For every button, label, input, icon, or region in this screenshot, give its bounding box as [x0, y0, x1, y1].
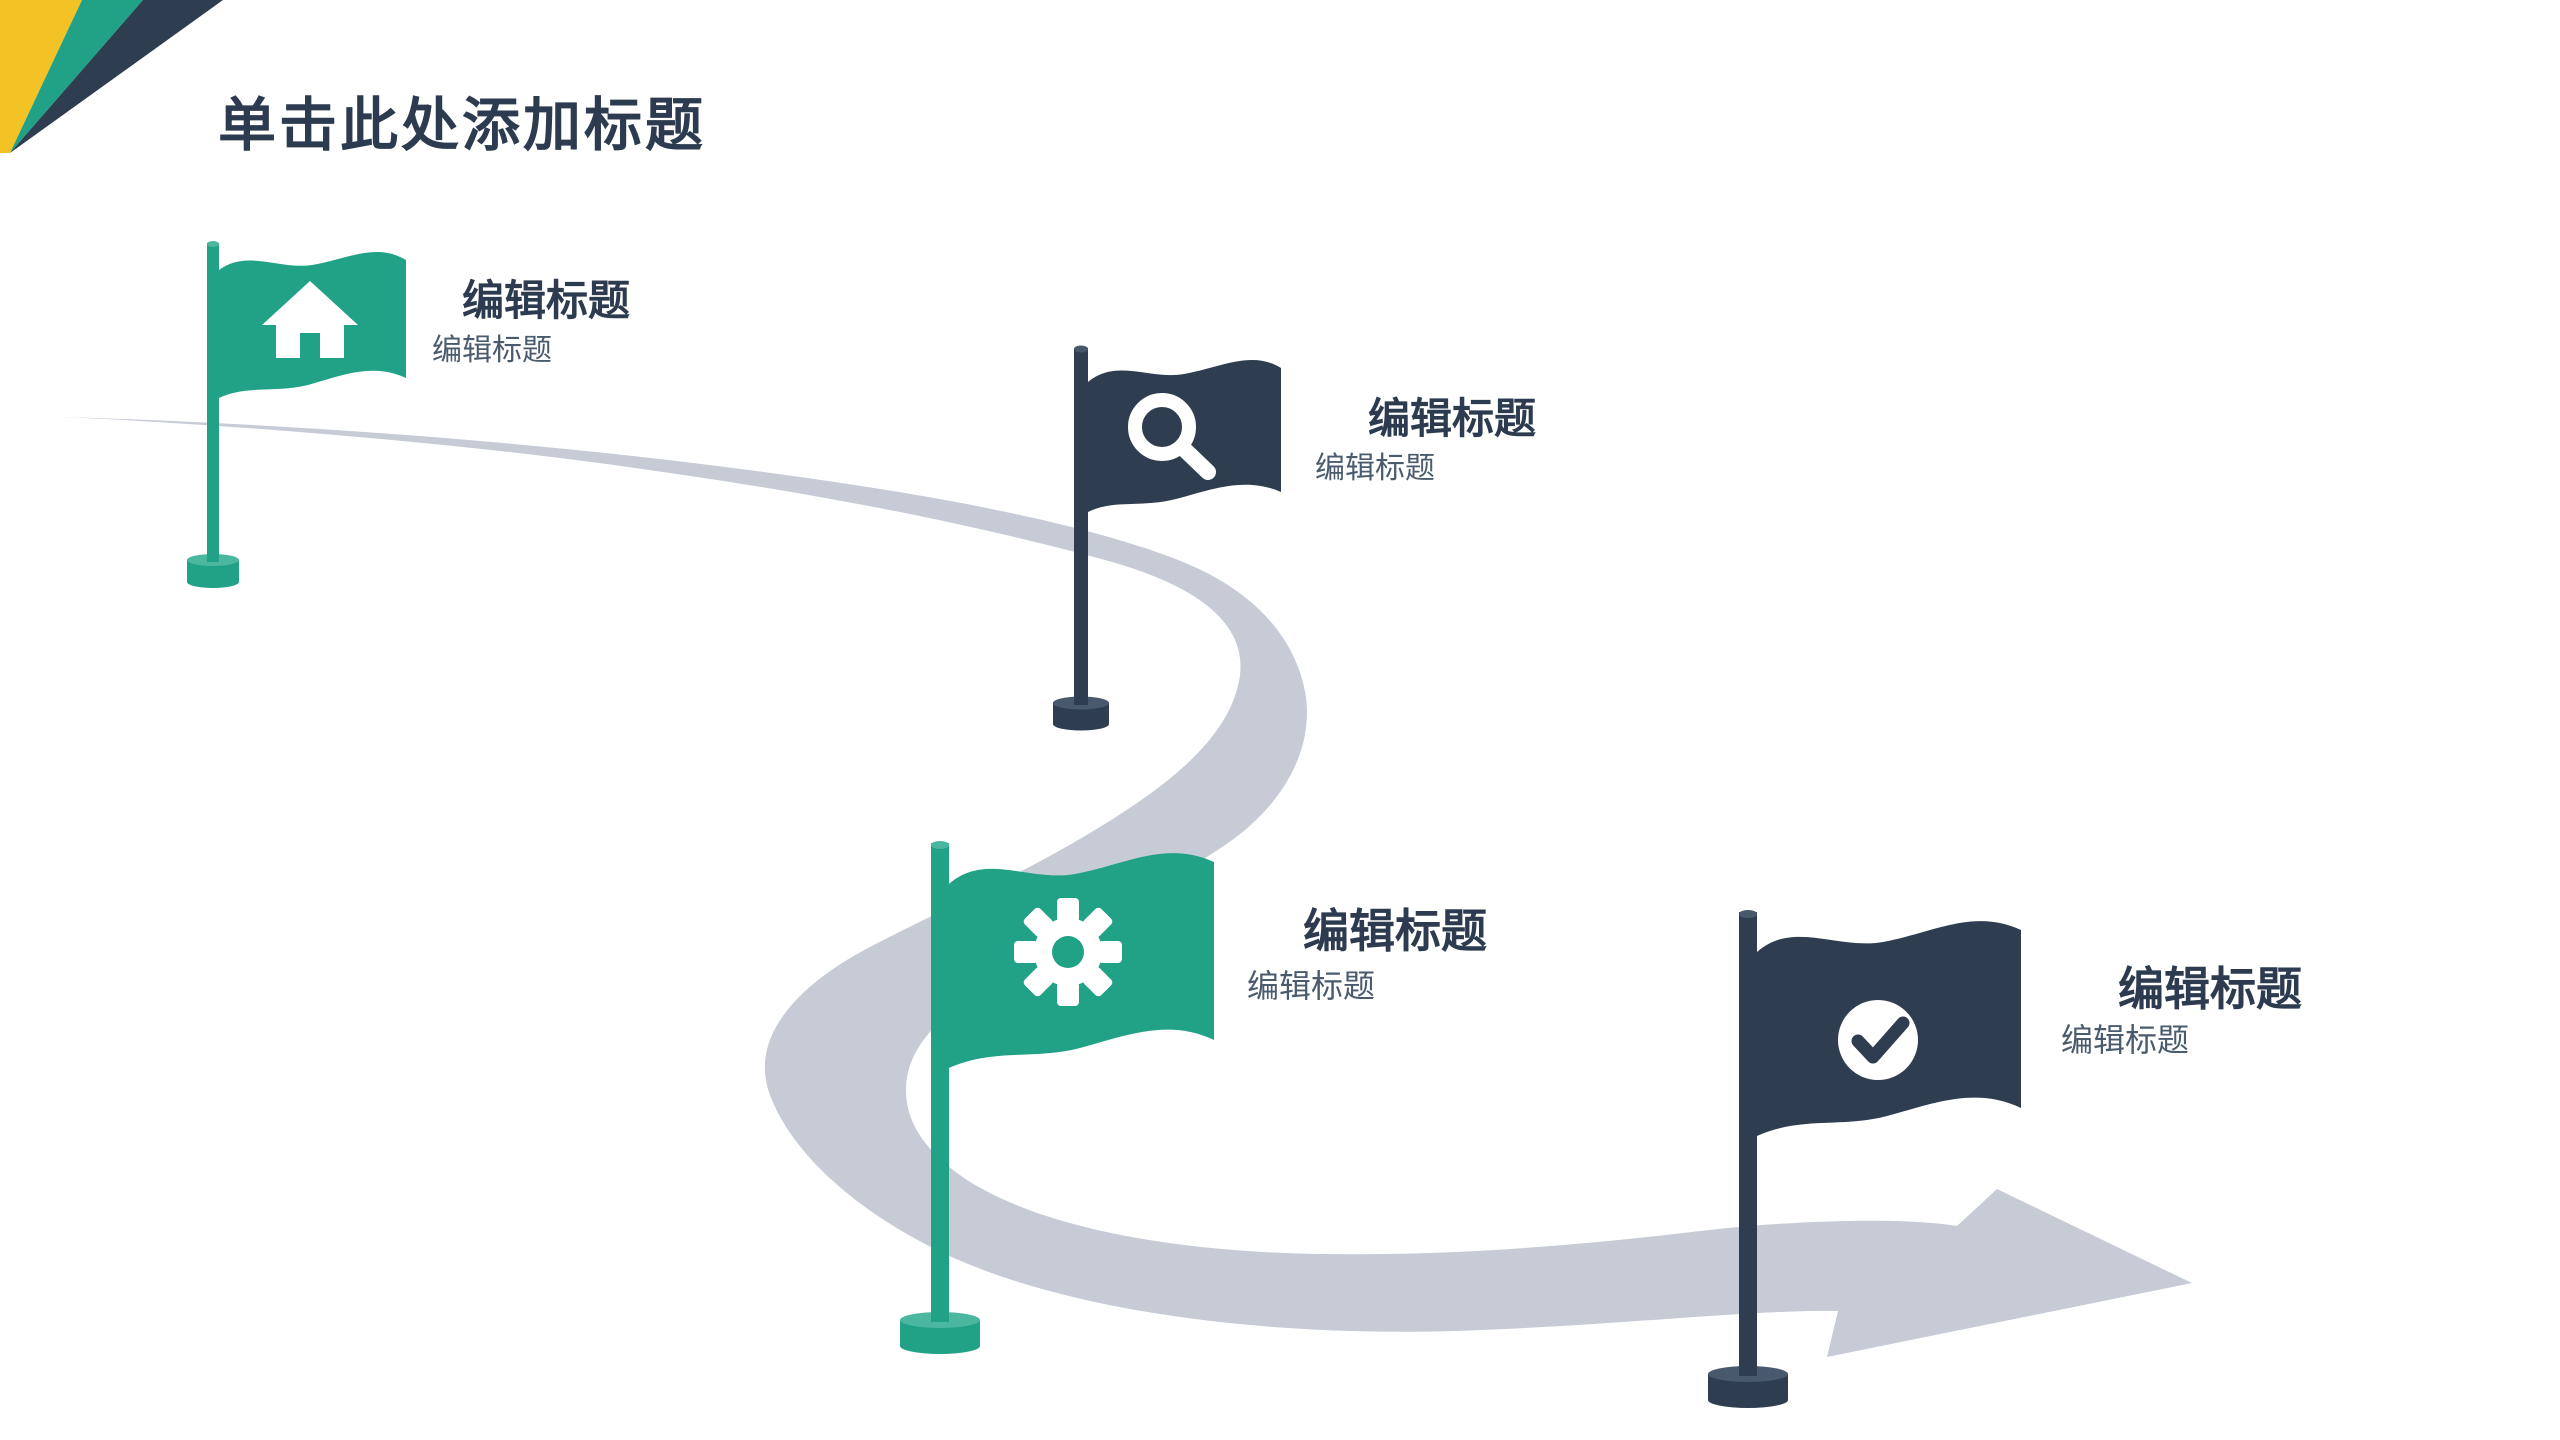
gear-icon	[1014, 898, 1122, 1006]
corner-triangle-yellow	[0, 0, 82, 153]
flag-pole-4	[1739, 912, 1757, 1376]
search-icon	[1128, 393, 1216, 480]
flag-base-4-bottom	[1708, 1392, 1788, 1408]
milestone-flag-2[interactable]	[1053, 345, 1281, 731]
flag-pole-4-cap	[1739, 910, 1757, 918]
flag-base-1-bottom	[187, 576, 239, 588]
milestone-2-title[interactable]: 编辑标题	[1368, 395, 1537, 442]
page-title[interactable]: 单击此处添加标题	[218, 93, 707, 158]
milestone-flag-1[interactable]	[187, 241, 406, 588]
flag-pole-3-cap	[931, 841, 949, 849]
milestone-4-subtitle[interactable]: 编辑标题	[2061, 1022, 2190, 1058]
milestone-1-subtitle[interactable]: 编辑标题	[432, 334, 552, 367]
corner-decoration	[0, 0, 223, 153]
flag-base-1	[187, 560, 239, 582]
flag-pole-3	[931, 843, 949, 1322]
flag-pole-1	[207, 243, 219, 562]
milestone-4-title[interactable]: 编辑标题	[2118, 963, 2302, 1015]
flag-base-3-bottom	[900, 1338, 980, 1354]
milestone-flag-4[interactable]	[1708, 910, 2021, 1408]
flag-pole-2-cap	[1074, 345, 1088, 353]
milestone-3-subtitle[interactable]: 编辑标题	[1247, 968, 1376, 1004]
flag-pole-1-cap	[207, 241, 219, 247]
home-icon	[262, 281, 358, 358]
flag-base-2-bottom	[1053, 717, 1109, 731]
flag-pole-2	[1074, 348, 1088, 705]
milestone-2-subtitle[interactable]: 编辑标题	[1315, 452, 1435, 485]
corner-triangle-navy	[10, 0, 223, 153]
check-icon	[1838, 1000, 1918, 1080]
milestone-flag-3[interactable]	[900, 841, 1214, 1354]
milestone-3-title[interactable]: 编辑标题	[1303, 905, 1487, 957]
milestone-1-title[interactable]: 编辑标题	[462, 277, 631, 324]
